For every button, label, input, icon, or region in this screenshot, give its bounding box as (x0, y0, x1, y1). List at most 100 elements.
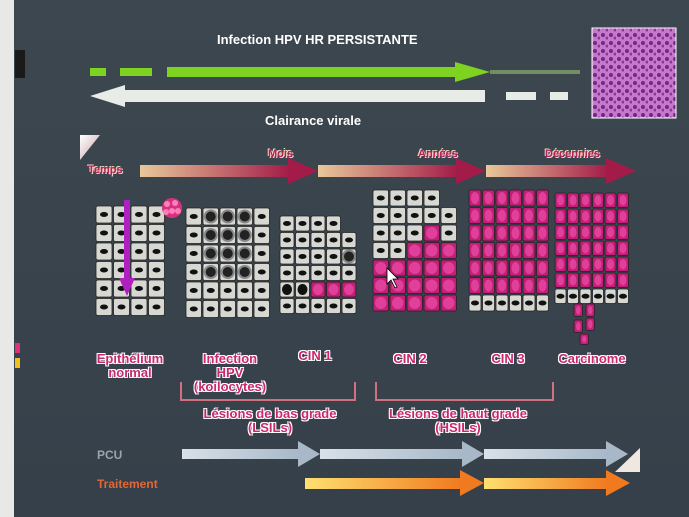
cell-nucleus (594, 211, 602, 222)
cell-nucleus (314, 221, 322, 226)
infection-title: Infection HPV HR PERSISTANTE (217, 32, 418, 47)
cell-nucleus (237, 265, 252, 279)
cell-nucleus (557, 211, 564, 222)
cell-nucleus (427, 195, 436, 201)
treatment-arrow (305, 470, 630, 496)
cell-nucleus (511, 300, 520, 306)
cell-nucleus (375, 279, 387, 292)
cell-nucleus (220, 228, 235, 242)
cell-nucleus (511, 262, 520, 274)
high-grade-label: Lésions de haut grade (HSILs) (389, 406, 527, 435)
stage-label-carcinoma: Carcinome (558, 351, 626, 366)
stage-label-cin3: CIN 3 (491, 351, 525, 366)
maturation-arrow (119, 200, 135, 296)
cell-nucleus (498, 227, 506, 239)
cell-nucleus (619, 195, 627, 206)
cell-nucleus (511, 279, 520, 292)
cell-nucleus (484, 192, 493, 204)
cell-nucleus (582, 259, 589, 270)
cell-nucleus (484, 300, 493, 306)
cell-nucleus (329, 270, 338, 276)
cell-nucleus (619, 259, 627, 270)
cell-nucleus (375, 297, 387, 309)
stage-label-infection: Infection HPV (koilocytes) (193, 351, 267, 394)
cell-nucleus (135, 286, 143, 291)
cell-nucleus (525, 209, 533, 222)
cell-nucleus (588, 320, 593, 329)
cell-nucleus (152, 212, 161, 217)
cell-nucleus (376, 230, 385, 236)
cell-nucleus (484, 244, 493, 257)
cell-nucleus (314, 303, 322, 309)
stage-label-cin2: CIN 2 (393, 351, 427, 366)
cell-nucleus (426, 227, 438, 239)
stage-label-normal: Epithélium normal (96, 351, 164, 380)
cell-nucleus (538, 300, 547, 306)
mouse-cursor (386, 267, 399, 289)
cell-nucleus (135, 267, 143, 273)
cell-nucleus (152, 286, 161, 291)
cell-nucleus (135, 304, 143, 310)
cell-nucleus (117, 267, 126, 273)
corner-decor-bottom (615, 448, 640, 472)
cell-nucleus (569, 227, 577, 238)
cell-nucleus (582, 211, 589, 222)
cell-nucleus (223, 306, 232, 312)
cell-nucleus (393, 195, 402, 201)
cell-nucleus (376, 195, 385, 201)
cell-nucleus (443, 279, 455, 292)
grade-brackets (180, 382, 554, 401)
cell-nucleus (556, 293, 565, 299)
cell-nucleus (345, 237, 353, 243)
cell-nucleus (314, 237, 322, 243)
cell-nucleus (557, 243, 564, 254)
cell-nucleus (392, 297, 404, 309)
cell-nucleus (240, 288, 249, 293)
cell-nucleus (569, 195, 577, 206)
cell-nucleus (237, 246, 252, 261)
cell-nucleus (525, 244, 533, 257)
cell-nucleus (189, 306, 198, 312)
cell-nucleus (135, 212, 143, 217)
cell-nucleus (314, 270, 322, 276)
cell-nucleus (582, 243, 589, 254)
cell-nucleus (100, 304, 108, 310)
cell-nucleus (471, 262, 479, 274)
cell-nucleus (607, 275, 614, 286)
cell-nucleus (342, 249, 356, 264)
cell-nucleus (594, 259, 602, 270)
cell-nucleus (569, 259, 577, 270)
cell-nucleus (237, 209, 252, 224)
cell-nucleus (557, 275, 564, 286)
corner-decor-left (80, 135, 100, 160)
cell-nucleus (345, 303, 353, 309)
cell-nucleus (619, 211, 627, 222)
cell-nucleus (606, 293, 615, 299)
cell-nucleus (511, 227, 520, 239)
cell-nucleus (594, 243, 602, 254)
stage-label-cin1: CIN 1 (298, 348, 332, 363)
cell-nucleus (152, 249, 161, 254)
cell-nucleus (329, 237, 338, 243)
cell-nucleus (511, 244, 520, 257)
cell-nucleus (484, 227, 493, 239)
cell-nucleus (220, 265, 235, 279)
cell-nucleus (511, 192, 520, 204)
cell-nucleus (443, 262, 455, 274)
cell-nucleus (189, 232, 198, 238)
cell-nucleus (498, 300, 506, 306)
cell-nucleus (329, 254, 338, 259)
time-marker-decades: Décennies (545, 148, 601, 160)
cell-nucleus (117, 249, 126, 254)
cell-nucleus (569, 243, 577, 254)
cell-nucleus (283, 270, 291, 276)
cell-nucleus (582, 227, 589, 238)
cell-nucleus (538, 262, 547, 274)
cell-nucleus (203, 265, 218, 279)
time-marker-years: Années (418, 148, 458, 160)
sidebar-decor (15, 50, 25, 368)
cell-nucleus (557, 195, 564, 206)
cell-nucleus (581, 293, 590, 299)
cell-nucleus (344, 284, 354, 295)
cell-nucleus (409, 244, 421, 257)
